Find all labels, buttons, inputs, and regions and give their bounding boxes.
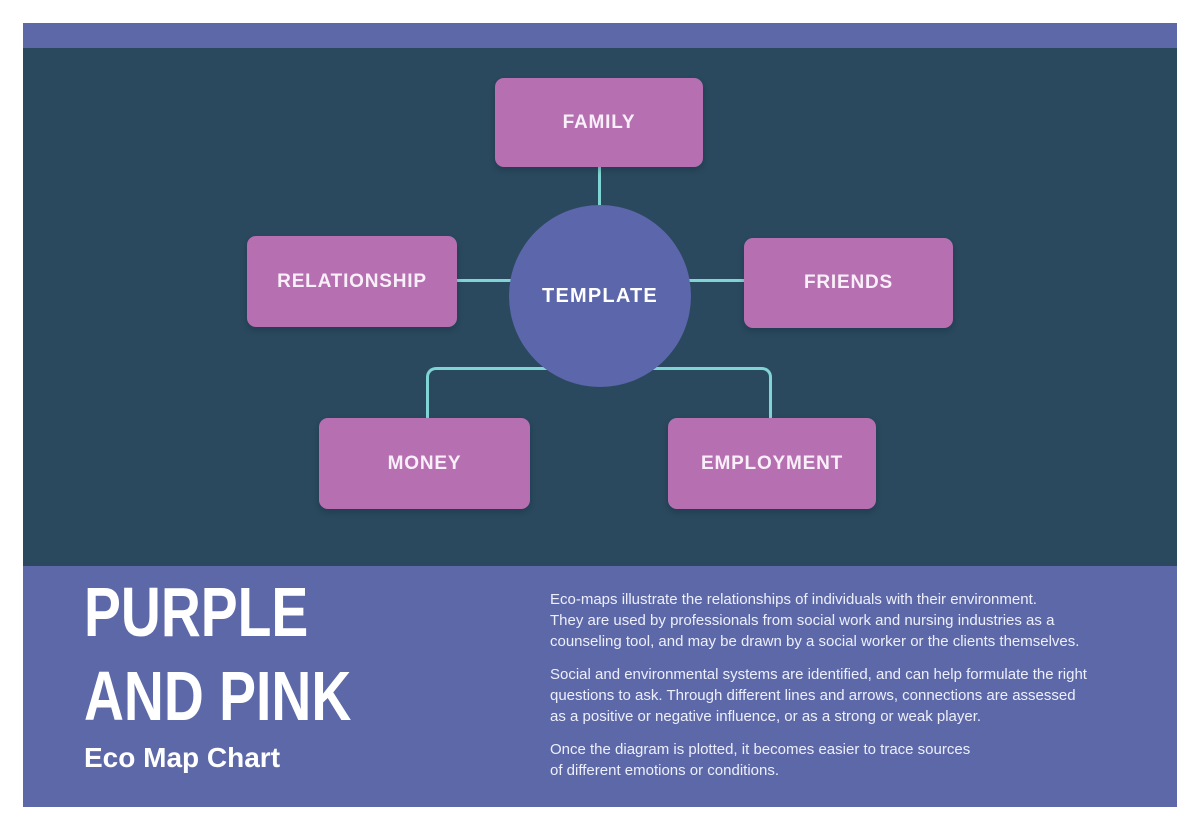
poster-subtitle: Eco Map Chart [84, 742, 281, 773]
poster-title-line1: PURPLE [84, 573, 309, 651]
description-paragraph-3: Once the diagram is plotted, it becomes … [550, 741, 971, 779]
connector-friends-to-center [686, 279, 744, 282]
node-relationship: RELATIONSHIP [247, 236, 457, 327]
node-friends: FRIENDS [744, 238, 953, 328]
node-friends-label: FRIENDS [804, 272, 893, 293]
center-node-template: TEMPLATE [509, 205, 691, 387]
description-text: Eco-maps illustrate the relationships of… [550, 589, 1170, 793]
node-family-label: FAMILY [562, 111, 636, 133]
top-accent-bar [23, 23, 1177, 48]
description-paragraph-2: Social and environmental systems are ide… [550, 666, 1087, 725]
node-family: FAMILY [495, 78, 703, 167]
poster-title: PURPLE AND PINK [84, 570, 422, 738]
center-node-label: TEMPLATE [542, 284, 658, 307]
node-employment: EMPLOYMENT [668, 418, 876, 509]
connector-family-to-center [598, 167, 601, 209]
node-employment-label: EMPLOYMENT [700, 452, 844, 474]
node-relationship-label: RELATIONSHIP [277, 270, 427, 292]
footer-panel: PURPLE AND PINK Eco Map Chart Eco-maps i… [23, 566, 1177, 807]
diagram-canvas: TEMPLATE FAMILY RELATIONSHIP FRIENDS MON… [23, 48, 1177, 566]
connector-relationship-to-center [457, 279, 514, 282]
node-money-label: MONEY [387, 452, 462, 474]
poster-title-line2: AND PINK [84, 657, 352, 735]
description-paragraph-1: Eco-maps illustrate the relationships of… [550, 591, 1080, 650]
node-money: MONEY [319, 418, 530, 509]
